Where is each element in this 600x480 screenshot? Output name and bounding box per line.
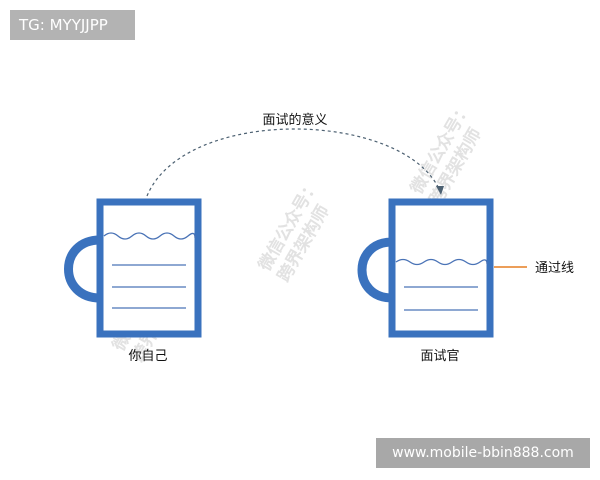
site-url-text[interactable]: www.mobile-bbin888.com <box>392 445 574 461</box>
right-cup-handle <box>357 237 393 303</box>
right-cup-label: 面试官 <box>420 348 459 364</box>
site-url-badge[interactable]: www.mobile-bbin888.com <box>376 438 590 468</box>
left-cup <box>64 198 202 338</box>
right-cup <box>357 198 494 338</box>
watermark-right: 微信公众号： 跨界架构师 <box>406 99 486 209</box>
pass-line-label: 通过线 <box>535 261 574 276</box>
left-cup-handle <box>64 235 101 303</box>
left-cup-water-surface <box>103 232 196 240</box>
right-cup-water-surface <box>395 258 488 266</box>
watermark-center: 微信公众号： 跨界架构师 <box>254 176 334 286</box>
tg-badge: TG: MYYJJPP <box>10 10 135 40</box>
right-cup-body <box>388 198 494 338</box>
tg-badge-text: TG: MYYJJPP <box>19 16 108 34</box>
arc-label: 面试的意义 <box>262 112 327 128</box>
left-cup-body <box>96 198 202 338</box>
dashed-arc-arrow <box>146 128 441 197</box>
arc-arrowhead-icon <box>436 186 444 195</box>
left-cup-label: 你自己 <box>128 349 167 364</box>
